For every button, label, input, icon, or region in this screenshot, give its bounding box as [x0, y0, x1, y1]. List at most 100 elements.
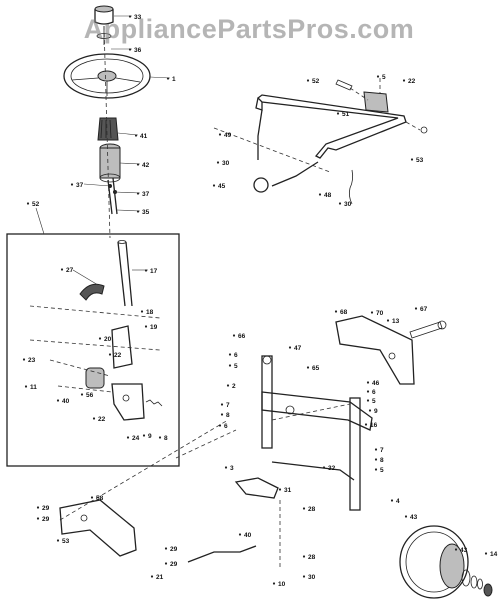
callout-20: 20 [104, 336, 112, 343]
callout-52: 52 [32, 201, 40, 208]
callout-dot [128, 15, 132, 18]
wheel-washers[interactable] [461, 569, 483, 590]
steering-arm[interactable] [234, 477, 279, 499]
callout-56: 56 [86, 392, 94, 399]
callout-dot [150, 575, 154, 578]
callout-dot [22, 358, 26, 361]
callout-37: 37 [76, 182, 84, 189]
callout-dot [322, 466, 326, 469]
callout-dot [272, 582, 276, 585]
callout-dot [70, 183, 74, 186]
callout-30: 30 [308, 574, 316, 581]
callout-dot [374, 458, 378, 461]
callout-33: 33 [134, 14, 142, 21]
callout-67: 67 [420, 306, 428, 313]
callout-dot [26, 202, 30, 205]
callout-dot [166, 77, 170, 80]
front-wheel[interactable] [399, 525, 469, 599]
pedal-plate[interactable] [363, 91, 389, 113]
callout-dot [336, 112, 340, 115]
pedal-spring[interactable] [348, 169, 354, 205]
pedal-bolt[interactable] [335, 79, 353, 91]
callout-2: 2 [232, 383, 236, 390]
callout-42: 42 [142, 162, 150, 169]
callout-5: 5 [234, 363, 238, 370]
steering-cap[interactable] [94, 5, 114, 25]
spring-washer-set[interactable] [145, 399, 163, 407]
callout-dot [144, 325, 148, 328]
callout-68: 68 [340, 309, 348, 316]
callout-dot [108, 353, 112, 356]
callout-9: 9 [148, 433, 152, 440]
callout-47: 47 [294, 345, 302, 352]
callout-29: 29 [42, 505, 50, 512]
pedal-nut[interactable] [420, 126, 428, 134]
callout-22: 22 [98, 416, 106, 423]
callout-3: 3 [230, 465, 234, 472]
callout-4: 4 [396, 498, 400, 505]
steering-wheel[interactable] [63, 53, 151, 99]
callout-29: 29 [170, 561, 178, 568]
callout-dot [302, 555, 306, 558]
callout-30: 30 [222, 160, 230, 167]
callout-dot [56, 539, 60, 542]
pedal-knob[interactable] [253, 177, 269, 193]
callout-dot [216, 161, 220, 164]
tie-rod[interactable] [271, 461, 355, 481]
gear-bushing[interactable] [85, 367, 105, 389]
bolt-large[interactable] [409, 320, 447, 339]
mount-bracket[interactable] [111, 383, 145, 421]
spindle-left[interactable] [261, 355, 273, 449]
callout-21: 21 [156, 574, 164, 581]
steering-gear-pinion[interactable] [97, 117, 119, 141]
callout-10: 10 [278, 581, 286, 588]
callout-dot [92, 417, 96, 420]
callout-5: 5 [382, 74, 386, 81]
callout-40: 40 [62, 398, 70, 405]
hub-cap[interactable] [483, 583, 493, 597]
callout-28: 28 [308, 506, 316, 513]
callout-52: 52 [312, 78, 320, 85]
callout-dot [366, 399, 370, 402]
frame-bracket-right[interactable] [335, 315, 415, 385]
callout-dot [136, 210, 140, 213]
callout-dot [164, 562, 168, 565]
callout-dot [228, 364, 232, 367]
callout-dot [56, 399, 60, 402]
callout-17: 17 [150, 268, 158, 275]
callout-66: 66 [238, 333, 246, 340]
callout-23: 23 [28, 357, 36, 364]
callout-8: 8 [380, 457, 384, 464]
callout-dot [98, 337, 102, 340]
spindle-right[interactable] [349, 397, 361, 511]
lower-bracket[interactable] [59, 499, 137, 557]
sector-gear-segment[interactable] [79, 283, 105, 301]
drag-link[interactable] [187, 545, 257, 563]
callout-dot [224, 466, 228, 469]
pedal-rod[interactable] [257, 109, 319, 187]
callout-41: 41 [140, 133, 148, 140]
callout-dot [218, 133, 222, 136]
callout-dot [376, 75, 380, 78]
callout-43: 43 [410, 514, 418, 521]
steering-bracket[interactable] [111, 325, 133, 369]
steering-bushing[interactable] [99, 143, 121, 183]
callout-30: 30 [344, 201, 352, 208]
callout-27: 27 [66, 267, 74, 274]
callout-29: 29 [42, 516, 50, 523]
axle-pivot[interactable] [285, 405, 295, 415]
pedal-bracket-arm[interactable] [255, 94, 407, 159]
callout-dot [338, 202, 342, 205]
callout-65: 65 [312, 365, 320, 372]
callout-dot [36, 506, 40, 509]
steering-shaft-lower[interactable] [117, 240, 133, 307]
callout-dot [136, 192, 140, 195]
callout-8: 8 [164, 435, 168, 442]
callout-dot [136, 163, 140, 166]
callout-dot [218, 424, 222, 427]
callout-dot [414, 307, 418, 310]
callout-dot [404, 515, 408, 518]
callout-29: 29 [170, 546, 178, 553]
callout-dot [134, 134, 138, 137]
